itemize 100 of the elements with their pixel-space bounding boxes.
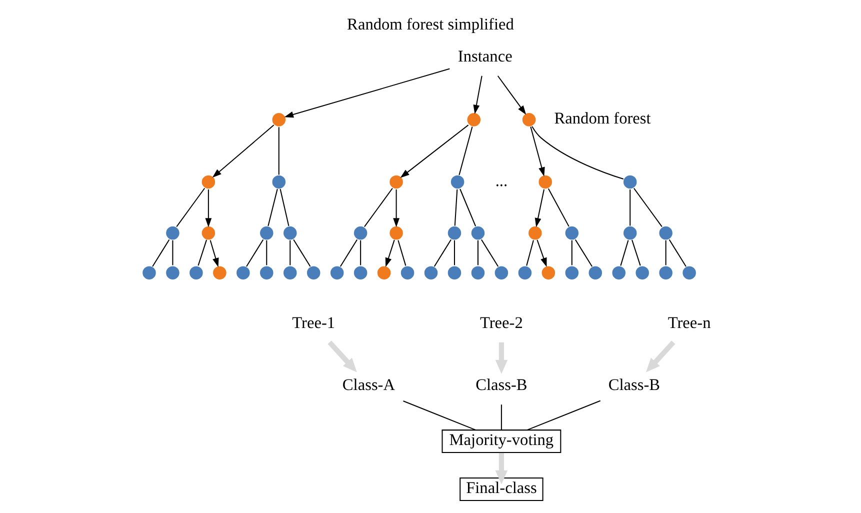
arrow (495, 452, 508, 484)
node-circle (658, 225, 674, 241)
node-text: Tree-n (668, 312, 711, 332)
arrow (328, 340, 357, 372)
node-circle (611, 265, 627, 280)
connector (460, 188, 476, 226)
connector (360, 240, 362, 266)
arrow (393, 189, 400, 228)
node-text: Class-B (476, 375, 528, 394)
connector (266, 240, 268, 266)
node-circle (352, 225, 368, 241)
node-box: Final-class (460, 478, 544, 502)
node-circle (400, 265, 416, 280)
node-circle (658, 265, 674, 280)
connector (500, 404, 502, 430)
connector (198, 240, 208, 266)
node-circle (329, 265, 345, 280)
node-text: Tree-2 (480, 312, 523, 332)
node-circle (142, 265, 157, 280)
connector (152, 239, 170, 267)
connector (176, 188, 206, 227)
connector (630, 189, 631, 226)
connector (246, 239, 264, 267)
node-circle (388, 225, 404, 241)
node-circle (622, 225, 638, 241)
node-circle (446, 225, 462, 241)
node-circle (538, 174, 554, 190)
node-circle (517, 265, 533, 280)
connector (398, 240, 406, 266)
arrow (495, 342, 508, 374)
node-circle (622, 174, 638, 190)
node-circle (200, 225, 216, 241)
node-circle (540, 265, 556, 280)
connector (477, 240, 478, 266)
arrow (205, 189, 212, 228)
arrow (497, 76, 526, 115)
node-text: Tree-1 (292, 312, 336, 332)
node-circle (282, 225, 298, 241)
arrow (385, 240, 395, 268)
connector (632, 240, 641, 266)
arrow (530, 126, 545, 176)
connector (571, 240, 572, 266)
connector (532, 126, 624, 180)
node-circle (564, 265, 580, 280)
arrow (210, 240, 219, 268)
connector (526, 240, 534, 266)
node-circle (634, 265, 650, 280)
connector (458, 126, 473, 176)
node-circle (466, 112, 482, 128)
arrow (284, 68, 450, 118)
connector (634, 188, 662, 227)
node-circle (423, 265, 439, 280)
label: Random forest (554, 108, 651, 128)
node-text: Class-B (608, 375, 660, 394)
node-circle (494, 265, 510, 280)
node-circle (470, 265, 486, 280)
node-text: Instance (458, 46, 512, 66)
connector (620, 240, 629, 266)
node-circle (200, 174, 216, 190)
connector (280, 188, 290, 226)
node-circle (165, 225, 180, 241)
connector (172, 240, 174, 266)
connector (454, 240, 455, 266)
arrow (400, 124, 469, 178)
node-circle (306, 265, 322, 280)
arrow (473, 76, 482, 114)
diagram-title: Random forest simplified (347, 14, 514, 34)
node-circle (470, 225, 486, 241)
connector (364, 188, 393, 227)
node-box: Majority-voting (442, 430, 562, 454)
node-circle (376, 265, 392, 280)
node-circle (165, 265, 180, 280)
node-circle (388, 174, 404, 190)
node-circle (682, 265, 697, 280)
node-circle (271, 174, 287, 190)
arrow (646, 340, 676, 372)
node-circle (258, 265, 274, 280)
connector (290, 240, 291, 266)
connector (481, 239, 499, 267)
node-circle (588, 265, 604, 280)
node-circle (352, 265, 368, 280)
node-circle (564, 225, 580, 241)
connector (268, 188, 278, 226)
node-circle (258, 225, 274, 241)
node-circle (446, 265, 462, 280)
connector (403, 400, 476, 431)
node-circle (236, 265, 251, 280)
node-circle (521, 112, 537, 128)
arrow (536, 240, 547, 268)
connector (434, 239, 452, 267)
node-text: Class-A (342, 375, 396, 394)
connector (278, 127, 280, 175)
node-circle (450, 174, 466, 190)
arrow (534, 189, 545, 228)
node-circle (528, 225, 543, 241)
connector (574, 239, 592, 267)
connector (668, 239, 686, 267)
connector (548, 188, 570, 227)
connector (454, 189, 458, 226)
node-circle (282, 265, 298, 280)
